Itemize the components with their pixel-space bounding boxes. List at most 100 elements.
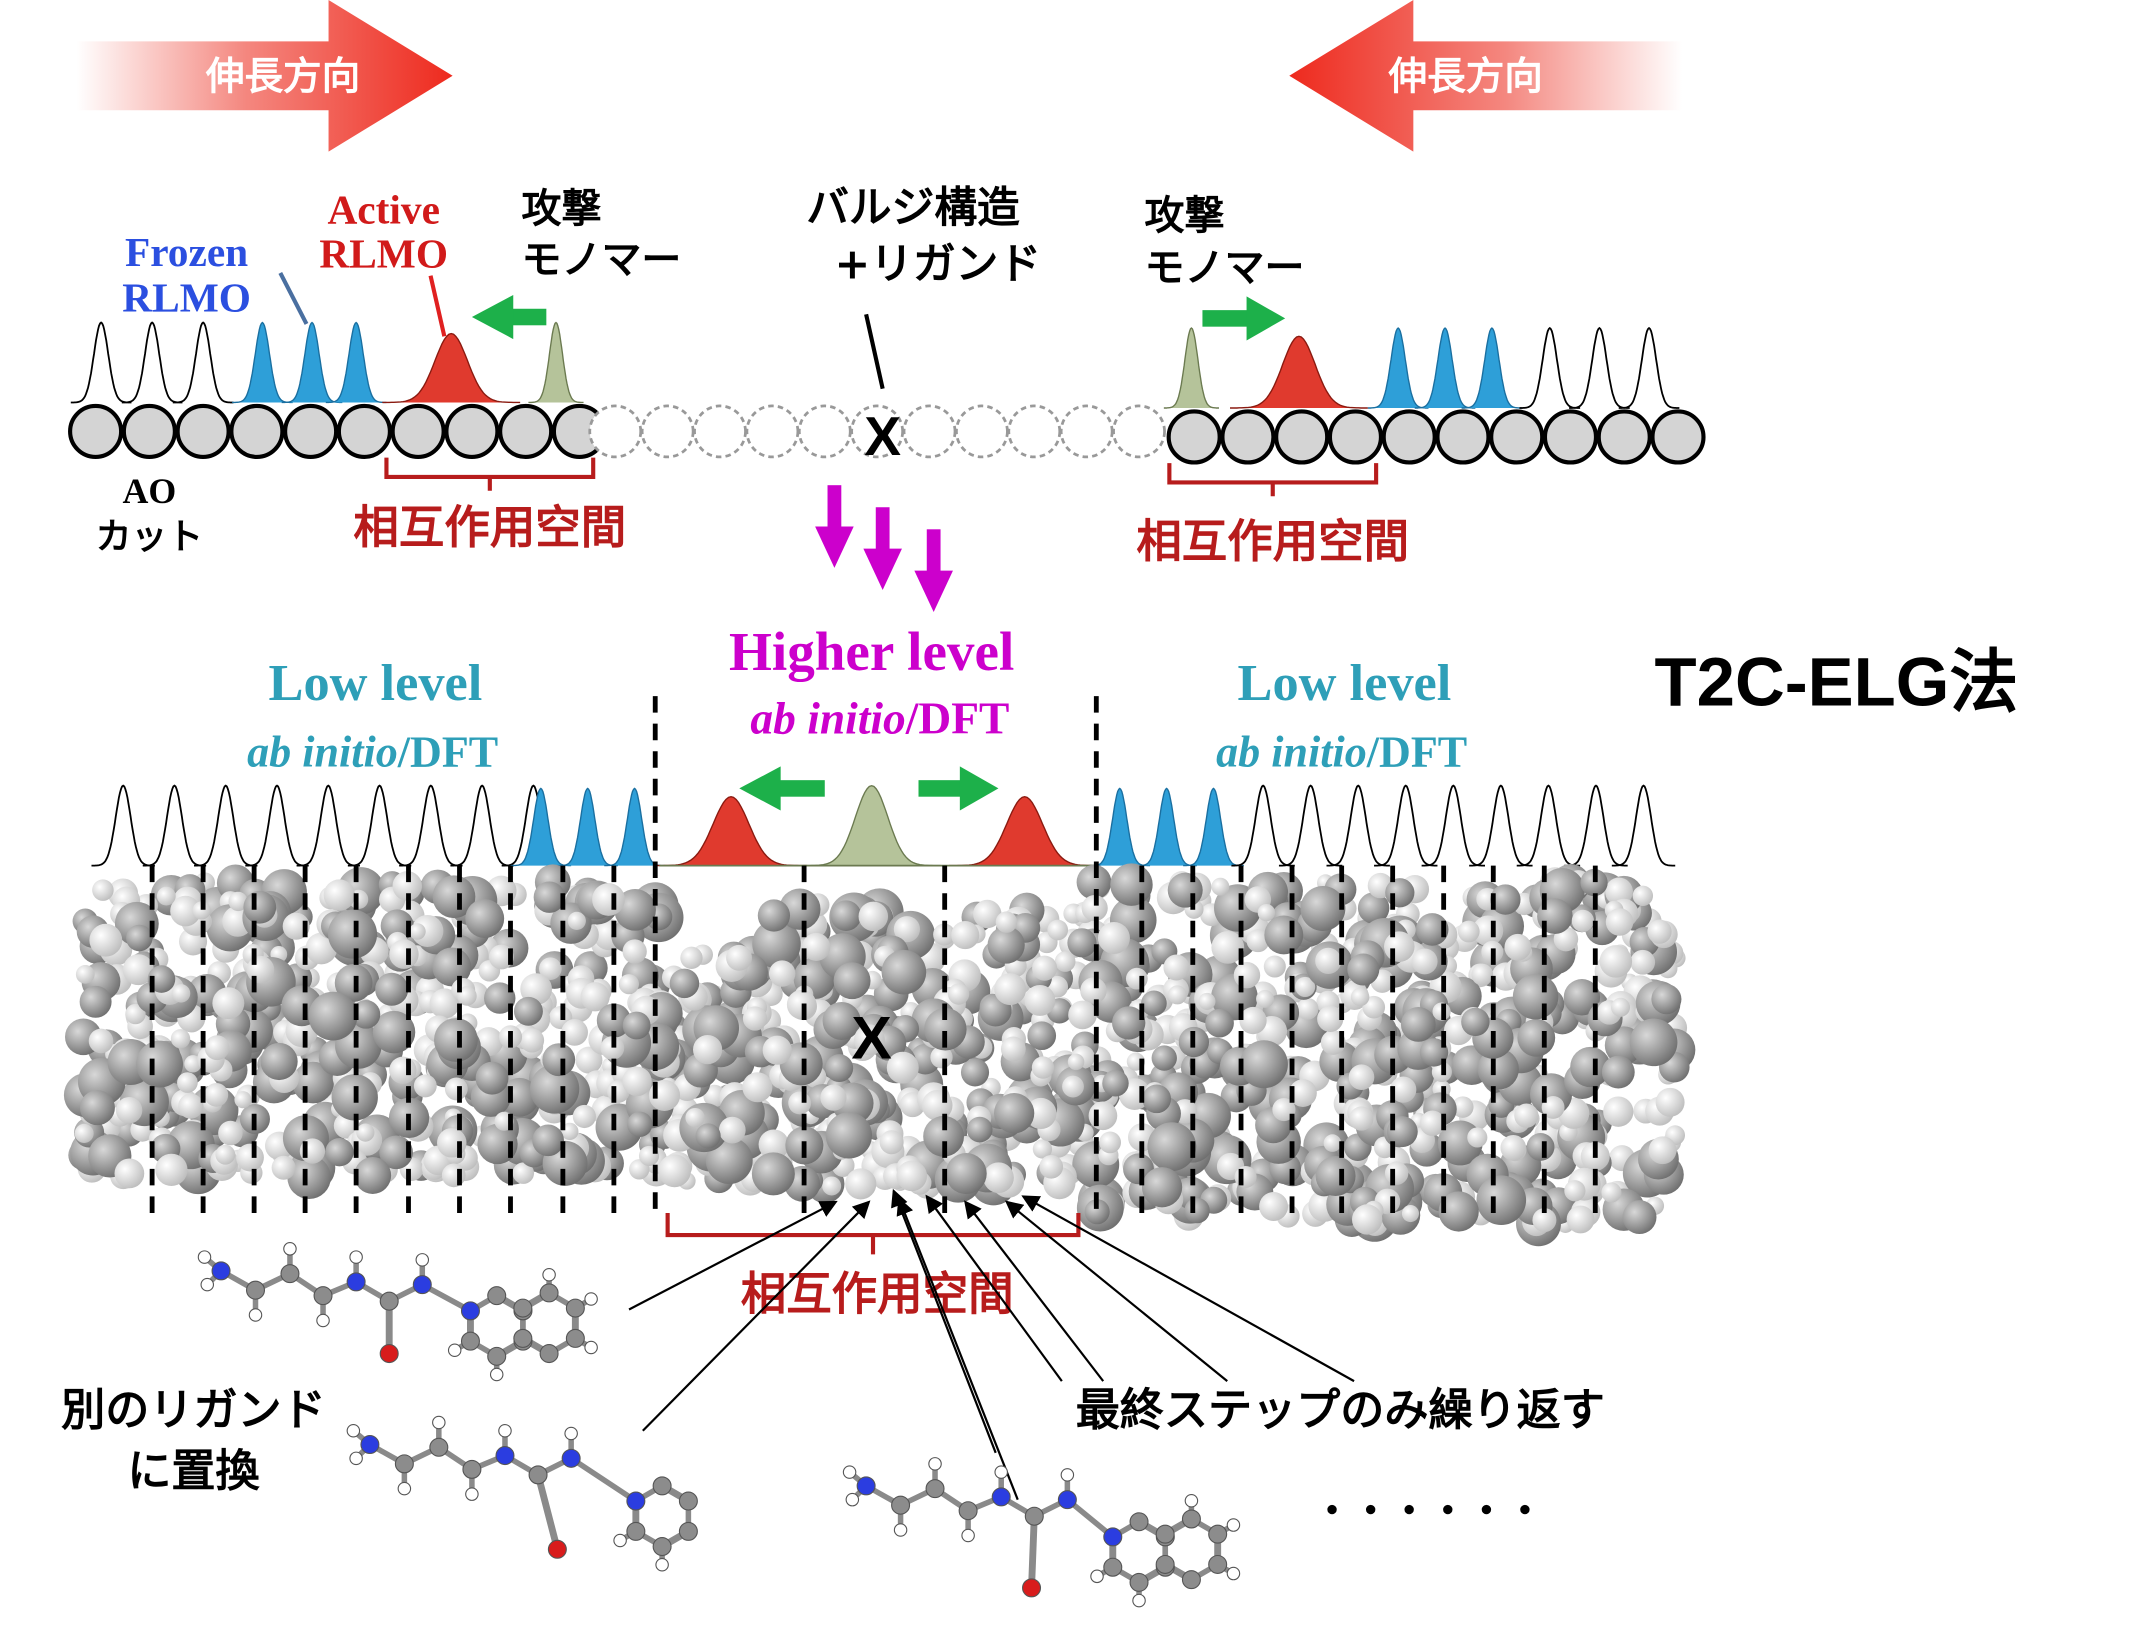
atom-sphere xyxy=(1514,1103,1539,1128)
atom-sphere xyxy=(1348,1064,1375,1091)
atom-sphere xyxy=(1112,1006,1146,1040)
bottom-center-x: X xyxy=(851,1004,891,1072)
atom-sphere xyxy=(1477,1048,1519,1090)
low-level-right-label: Low level ab initio/DFT xyxy=(1216,654,1467,776)
heavy-atom xyxy=(626,1521,646,1541)
svg-text:ab initio/DFT: ab initio/DFT xyxy=(1216,727,1467,776)
atom-sphere xyxy=(1080,977,1107,1004)
atom-sphere xyxy=(1263,955,1286,978)
atom-sphere xyxy=(1566,1205,1595,1234)
atom-sphere xyxy=(1088,1101,1118,1131)
atom-sphere xyxy=(1184,1197,1210,1224)
hydrogen-atom xyxy=(498,1424,512,1438)
interaction-space-bottom-label: 相互作用空間 xyxy=(741,1267,1014,1320)
ao-circle xyxy=(1274,409,1330,465)
atom-sphere xyxy=(122,954,154,986)
interaction-space-bracket-left xyxy=(384,457,596,491)
outline-orbital xyxy=(399,784,463,867)
atom-sphere xyxy=(356,1123,375,1142)
atom-sphere xyxy=(1032,955,1058,981)
active-pointer-line xyxy=(428,275,447,337)
atom-sphere xyxy=(1142,1084,1172,1114)
hydrogen-atom xyxy=(346,1424,361,1438)
frozen-orbital xyxy=(1367,327,1429,409)
ligand-arrow xyxy=(1021,1195,1355,1383)
outline-orbital xyxy=(1564,784,1628,867)
atom-sphere xyxy=(218,1120,243,1146)
svg-text:Active: Active xyxy=(327,186,439,232)
atom-sphere xyxy=(1419,1110,1446,1136)
hydrogen-atom xyxy=(1132,1593,1146,1608)
ao-circle xyxy=(1435,409,1491,465)
heavy-atom xyxy=(856,1476,876,1496)
atom-sphere xyxy=(1239,1040,1288,1089)
atom-sphere xyxy=(1039,1154,1064,1179)
heavy-atom xyxy=(1181,1570,1201,1590)
outline-orbital xyxy=(1374,784,1438,867)
atom-sphere xyxy=(170,895,201,927)
frozen-orbital xyxy=(557,787,619,867)
atom-sphere xyxy=(1564,1180,1586,1202)
atom-sphere xyxy=(762,1035,792,1065)
svg-text:ab initio/DFT: ab initio/DFT xyxy=(750,692,1009,743)
outline-orbital xyxy=(121,321,183,404)
bond xyxy=(534,1471,561,1553)
atom-sphere xyxy=(853,1024,885,1056)
atom-sphere xyxy=(622,1011,651,1040)
atom-sphere xyxy=(1517,1018,1556,1057)
hydrogen-atom xyxy=(584,1340,598,1355)
bulge-pointer-line xyxy=(864,313,885,390)
atom-sphere xyxy=(1357,892,1390,924)
attack-monomer-right-label: 攻撃 モノマー xyxy=(1145,193,1305,291)
atom-sphere xyxy=(752,919,801,969)
atom-sphere xyxy=(1076,864,1112,900)
atom-sphere xyxy=(966,1116,993,1143)
atom-sphere xyxy=(1390,1076,1417,1103)
atom-sphere xyxy=(1099,1131,1121,1154)
ligand-arrow xyxy=(642,1200,871,1432)
heavy-atom xyxy=(1181,1509,1201,1529)
outline-orbital xyxy=(194,784,258,867)
atom-sphere xyxy=(923,1115,964,1157)
atom-sphere xyxy=(921,1090,953,1121)
atom-sphere xyxy=(1259,1192,1289,1221)
ao-circle xyxy=(229,403,285,459)
growth-direction-right-label: 伸長方向 xyxy=(1388,55,1543,100)
ao-circle xyxy=(1327,409,1384,465)
atom-sphere xyxy=(1648,1136,1677,1165)
atom-sphere xyxy=(1526,1133,1555,1161)
atom-sphere xyxy=(995,911,1018,933)
active-orbital xyxy=(1230,335,1368,409)
bulge-circle xyxy=(745,404,800,459)
svg-text:AO: AO xyxy=(122,471,176,511)
atom-sphere xyxy=(1580,868,1608,897)
atom-sphere xyxy=(951,921,980,950)
atom-sphere xyxy=(820,1084,847,1111)
heavy-atom xyxy=(539,1283,559,1303)
hydrogen-atom xyxy=(564,1426,578,1441)
outline-orbital xyxy=(1618,326,1680,409)
atom-sphere xyxy=(1349,1106,1374,1131)
atom-sphere xyxy=(881,949,927,995)
atom-sphere xyxy=(115,1097,143,1124)
heavy-atom xyxy=(958,1501,978,1521)
atom-sphere xyxy=(1317,1005,1344,1032)
atom-sphere xyxy=(204,1035,230,1061)
atom-sphere xyxy=(994,1093,1035,1134)
ao-circle xyxy=(121,403,177,459)
atom-sphere xyxy=(260,1042,298,1081)
interaction-space-bracket-bottom xyxy=(665,1212,1081,1255)
atom-sphere xyxy=(1629,1018,1678,1067)
atom-sphere xyxy=(1315,947,1342,974)
bulge-circle xyxy=(1007,404,1062,459)
atom-sphere xyxy=(1246,929,1270,953)
atom-sphere xyxy=(1350,987,1370,1007)
bulge-circle xyxy=(797,404,852,459)
atom-sphere xyxy=(236,1143,264,1172)
heavy-atom xyxy=(487,1286,507,1306)
ao-circle xyxy=(444,403,500,459)
atom-sphere xyxy=(1419,1038,1449,1067)
heavy-atom xyxy=(379,1344,399,1364)
top-center-x: X xyxy=(864,405,901,467)
atom-sphere xyxy=(170,1029,191,1049)
